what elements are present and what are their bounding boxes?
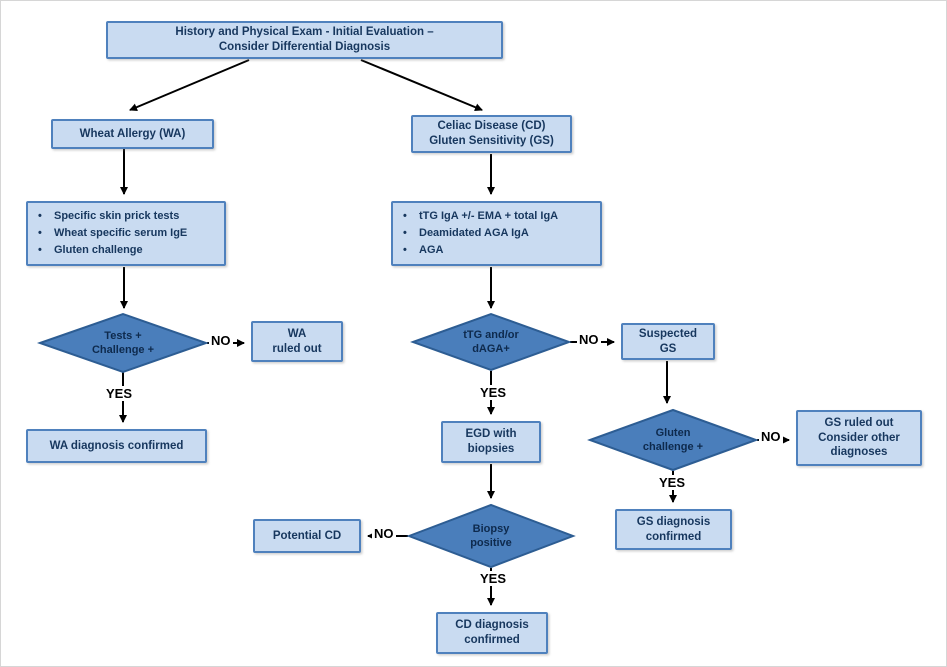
bullet-icon: •: [403, 244, 407, 257]
title-line-2: Consider Differential Diagnosis: [218, 41, 391, 53]
title-box: History and Physical Exam - Initial Eval…: [106, 21, 503, 59]
yes-label-ttg-decision: YES: [478, 385, 509, 400]
gs-ruled-out-line-2: Consider other: [818, 431, 900, 444]
gs-ruled-out-line-3: diagnoses: [830, 446, 888, 459]
list-item: • AGA: [403, 242, 558, 259]
gluten-decision-line-1: Gluten: [655, 427, 691, 439]
wa-decision-label: Tests + Challenge +: [53, 330, 193, 358]
egd-line-2: biopsies: [467, 443, 515, 455]
list-item: • tTG IgA +/- EMA + total IgA: [403, 208, 558, 225]
suspected-gs-line-2: GS: [659, 342, 677, 355]
celiac-box: Celiac Disease (CD) Gluten Sensitivity (…: [411, 115, 572, 153]
wheat-allergy-box: Wheat Allergy (WA): [51, 119, 214, 149]
bullet-icon: •: [38, 209, 42, 222]
title-line-1: History and Physical Exam - Initial Eval…: [175, 26, 434, 39]
bullet-icon: •: [403, 209, 407, 222]
wa-tests-list: • Specific skin prick tests • Wheat specif…: [38, 208, 187, 259]
list-item: • Deamidated AGA IgA: [403, 225, 558, 242]
bullet-icon: •: [38, 244, 42, 257]
gluten-decision-label: Gluten challenge +: [603, 427, 743, 455]
wa-decision-line-2: Challenge +: [91, 343, 155, 356]
cd-tests-list: • tTG IgA +/- EMA + total IgA • Deamidated…: [403, 208, 558, 259]
biopsy-decision-line-1: Biopsy: [472, 523, 510, 535]
wa-decision-line-1: Tests +: [104, 330, 142, 342]
no-label-gluten-decision: NO: [759, 429, 783, 444]
no-label-ttg-decision: NO: [577, 332, 601, 347]
yes-label-gluten-decision: YES: [657, 475, 688, 490]
list-item: • Gluten challenge: [38, 242, 187, 259]
cd-test-2: Deamidated AGA IgA: [419, 226, 529, 239]
list-item: • Specific skin prick tests: [38, 208, 187, 225]
bullet-icon: •: [403, 226, 407, 239]
cd-confirmed-box: CD diagnosis confirmed: [436, 612, 548, 654]
yes-label-wa-decision: YES: [104, 386, 135, 401]
potential-cd-label: Potential CD: [272, 529, 342, 542]
ttg-decision-line-1: tTG and/or: [463, 329, 519, 341]
arrow-title-to-wheat-allergy: [129, 59, 250, 111]
cd-test-3: AGA: [419, 244, 444, 257]
bullet-icon: •: [38, 226, 42, 239]
biopsy-decision-label: Biopsy positive: [421, 523, 561, 551]
cd-test-1: tTG IgA +/- EMA + total IgA: [419, 209, 559, 222]
gs-ruled-out-line-1: GS ruled out: [824, 416, 894, 429]
suspected-gs-box: Suspected GS: [621, 323, 715, 360]
gs-confirmed-box: GS diagnosis confirmed: [615, 509, 732, 550]
wa-confirmed-label: WA diagnosis confirmed: [49, 439, 184, 452]
suspected-gs-line-1: Suspected: [638, 327, 698, 340]
gs-confirmed-line-1: GS diagnosis: [636, 515, 711, 528]
wa-tests-box: • Specific skin prick tests • Wheat specif…: [26, 201, 226, 266]
egd-line-1: EGD with: [465, 428, 517, 441]
wa-ruled-out-box: WA ruled out: [251, 321, 343, 362]
no-label-wa-decision: NO: [209, 333, 233, 348]
gluten-decision-line-2: challenge +: [642, 440, 704, 453]
wheat-allergy-label: Wheat Allergy (WA): [79, 127, 186, 140]
wa-test-1: Specific skin prick tests: [54, 209, 180, 222]
wa-test-3: Gluten challenge: [54, 244, 143, 257]
potential-cd-box: Potential CD: [253, 519, 361, 553]
cd-confirmed-line-1: CD diagnosis: [455, 619, 529, 632]
wa-ruled-out-line-1: WA: [287, 327, 307, 340]
egd-box: EGD with biopsies: [441, 421, 541, 463]
arrow-title-to-celiac: [360, 59, 483, 112]
celiac-line-1: Celiac Disease (CD): [437, 120, 546, 133]
list-item: • Wheat specific serum IgE: [38, 225, 187, 242]
cd-tests-box: • tTG IgA +/- EMA + total IgA • Deamidated…: [391, 201, 602, 266]
gs-ruled-out-box: GS ruled out Consider other diagnoses: [796, 410, 922, 466]
ttg-decision-line-2: dAGA+: [472, 342, 510, 355]
cd-confirmed-line-2: confirmed: [464, 634, 520, 646]
celiac-line-2: Gluten Sensitivity (GS): [429, 135, 554, 147]
gs-confirmed-line-2: confirmed: [645, 530, 702, 543]
wa-confirmed-box: WA diagnosis confirmed: [26, 429, 207, 463]
ttg-decision-label: tTG and/or dAGA+: [421, 329, 561, 357]
wa-test-2: Wheat specific serum IgE: [54, 226, 188, 239]
yes-label-biopsy-decision: YES: [478, 571, 509, 586]
biopsy-decision-line-2: positive: [470, 536, 512, 549]
no-label-biopsy-decision: NO: [372, 526, 396, 541]
wa-ruled-out-line-2: ruled out: [272, 342, 322, 355]
